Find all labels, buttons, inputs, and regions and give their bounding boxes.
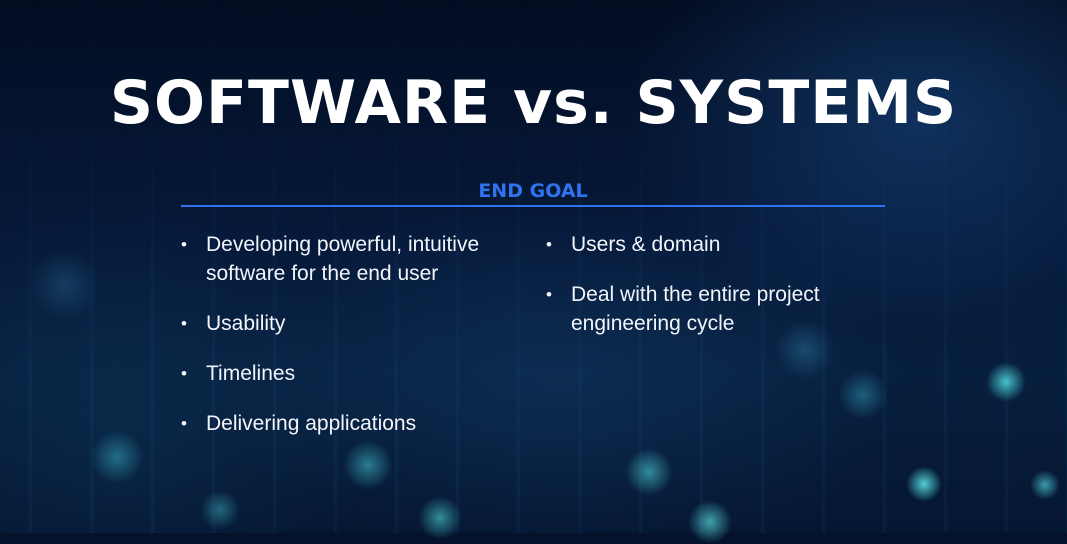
background (0, 0, 1067, 533)
list-item: Deal with the entire project engineering… (546, 280, 866, 338)
bokeh-dot (90, 430, 144, 484)
list-item: Users & domain (546, 230, 866, 259)
heading-divider (181, 205, 885, 207)
bokeh-dot (418, 496, 462, 540)
section-heading: END GOAL (478, 180, 588, 202)
bokeh-dot (906, 466, 942, 502)
bokeh-dot (200, 490, 240, 530)
bokeh-dot (30, 250, 100, 320)
bokeh-dot (838, 370, 888, 420)
page-title: SOFTWARE vs. SYSTEMS (109, 68, 958, 138)
bokeh-dot (625, 448, 673, 496)
bokeh-dot (343, 440, 393, 490)
background-light-streaks (0, 0, 1067, 533)
list-item: Delivering applications (181, 409, 526, 438)
bokeh-dot (688, 500, 732, 544)
list-item: Usability (181, 309, 526, 338)
list-item: Timelines (181, 359, 526, 388)
right-bullet-list: Users & domain Deal with the entire proj… (546, 230, 866, 359)
left-bullet-list: Developing powerful, intuitive software … (181, 230, 526, 459)
bokeh-dot (1030, 470, 1060, 500)
list-item: Developing powerful, intuitive software … (181, 230, 526, 288)
bokeh-dot (986, 362, 1026, 402)
